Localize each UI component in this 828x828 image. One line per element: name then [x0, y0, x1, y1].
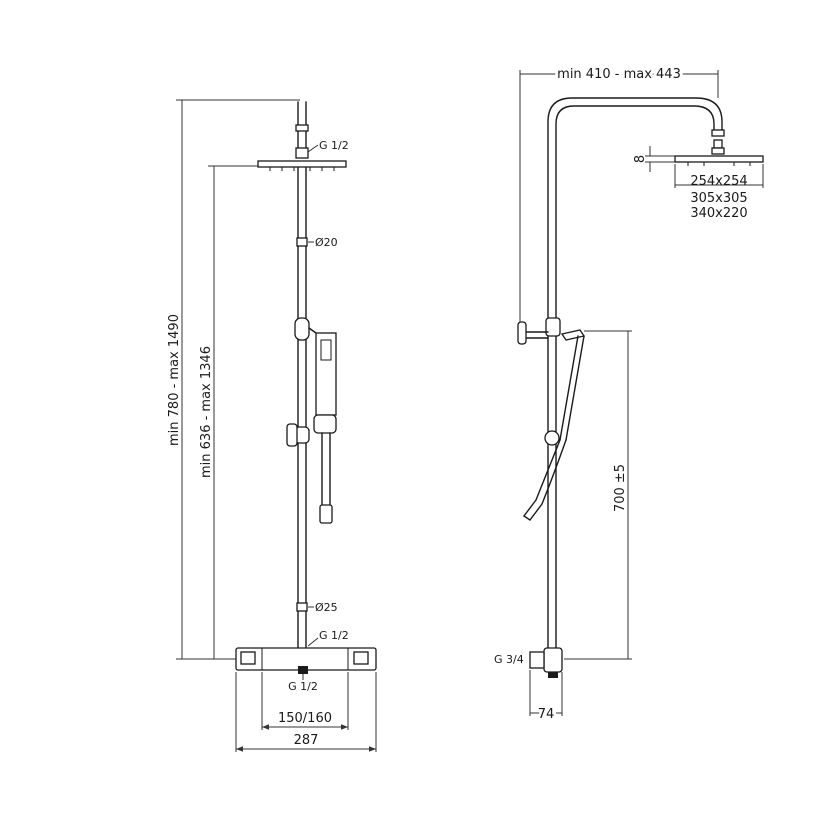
upper-pipe-diameter-label: Ø20 [315, 236, 338, 249]
centers-label: 150/160 [278, 711, 332, 726]
height-range-label: min 780 - max 1490 [167, 314, 182, 446]
front-shower-head [257, 160, 347, 171]
valve-inlet-thread-label: G 1/2 [288, 680, 318, 693]
dim-head-sizes [674, 164, 764, 188]
front-diverter-knob [286, 423, 298, 447]
arm-reach-label: min 410 - max 443 [557, 67, 681, 82]
side-riser-and-arm [544, 97, 725, 661]
side-view: min 410 - max 443 8 254x254 305x305 340x… [494, 64, 764, 725]
side-inlet-elbow [529, 647, 563, 678]
head-size-2: 305x305 [690, 191, 747, 206]
front-thermostatic-valve [235, 647, 377, 674]
side-shower-head [674, 155, 764, 166]
dim-height-range [176, 99, 300, 660]
front-riser-pipe [294, 101, 310, 649]
front-view: min 780 - max 1490 min 636 - max 1346 G … [167, 99, 377, 752]
dim-arm-reach [519, 70, 719, 322]
head-size-1: 254x254 [690, 174, 747, 189]
dim-wall-offset [529, 670, 563, 716]
wall-offset-label: 74 [538, 707, 555, 722]
valve-width-label: 287 [294, 733, 319, 748]
dim-arm-height-range [208, 165, 258, 659]
dim-head-thickness [645, 146, 675, 172]
head-thickness-label: 8 [633, 155, 648, 163]
dim-centers [261, 672, 349, 730]
side-wall-bracket [517, 321, 549, 345]
arm-height-range-label: min 636 - max 1346 [199, 346, 214, 478]
inlet-thread-label: G 3/4 [494, 653, 524, 666]
top-inlet-thread-label: G 1/2 [319, 139, 349, 152]
side-hand-shower [523, 329, 586, 521]
dim-valve-width [235, 672, 377, 752]
valve-outlet-thread-label: G 1/2 [319, 629, 349, 642]
lower-pipe-diameter-label: Ø25 [315, 601, 338, 614]
dim-holder-height [564, 330, 632, 660]
holder-height-label: 700 ±5 [613, 464, 628, 512]
head-size-3: 340x220 [690, 206, 747, 221]
front-hand-shower [308, 327, 337, 524]
